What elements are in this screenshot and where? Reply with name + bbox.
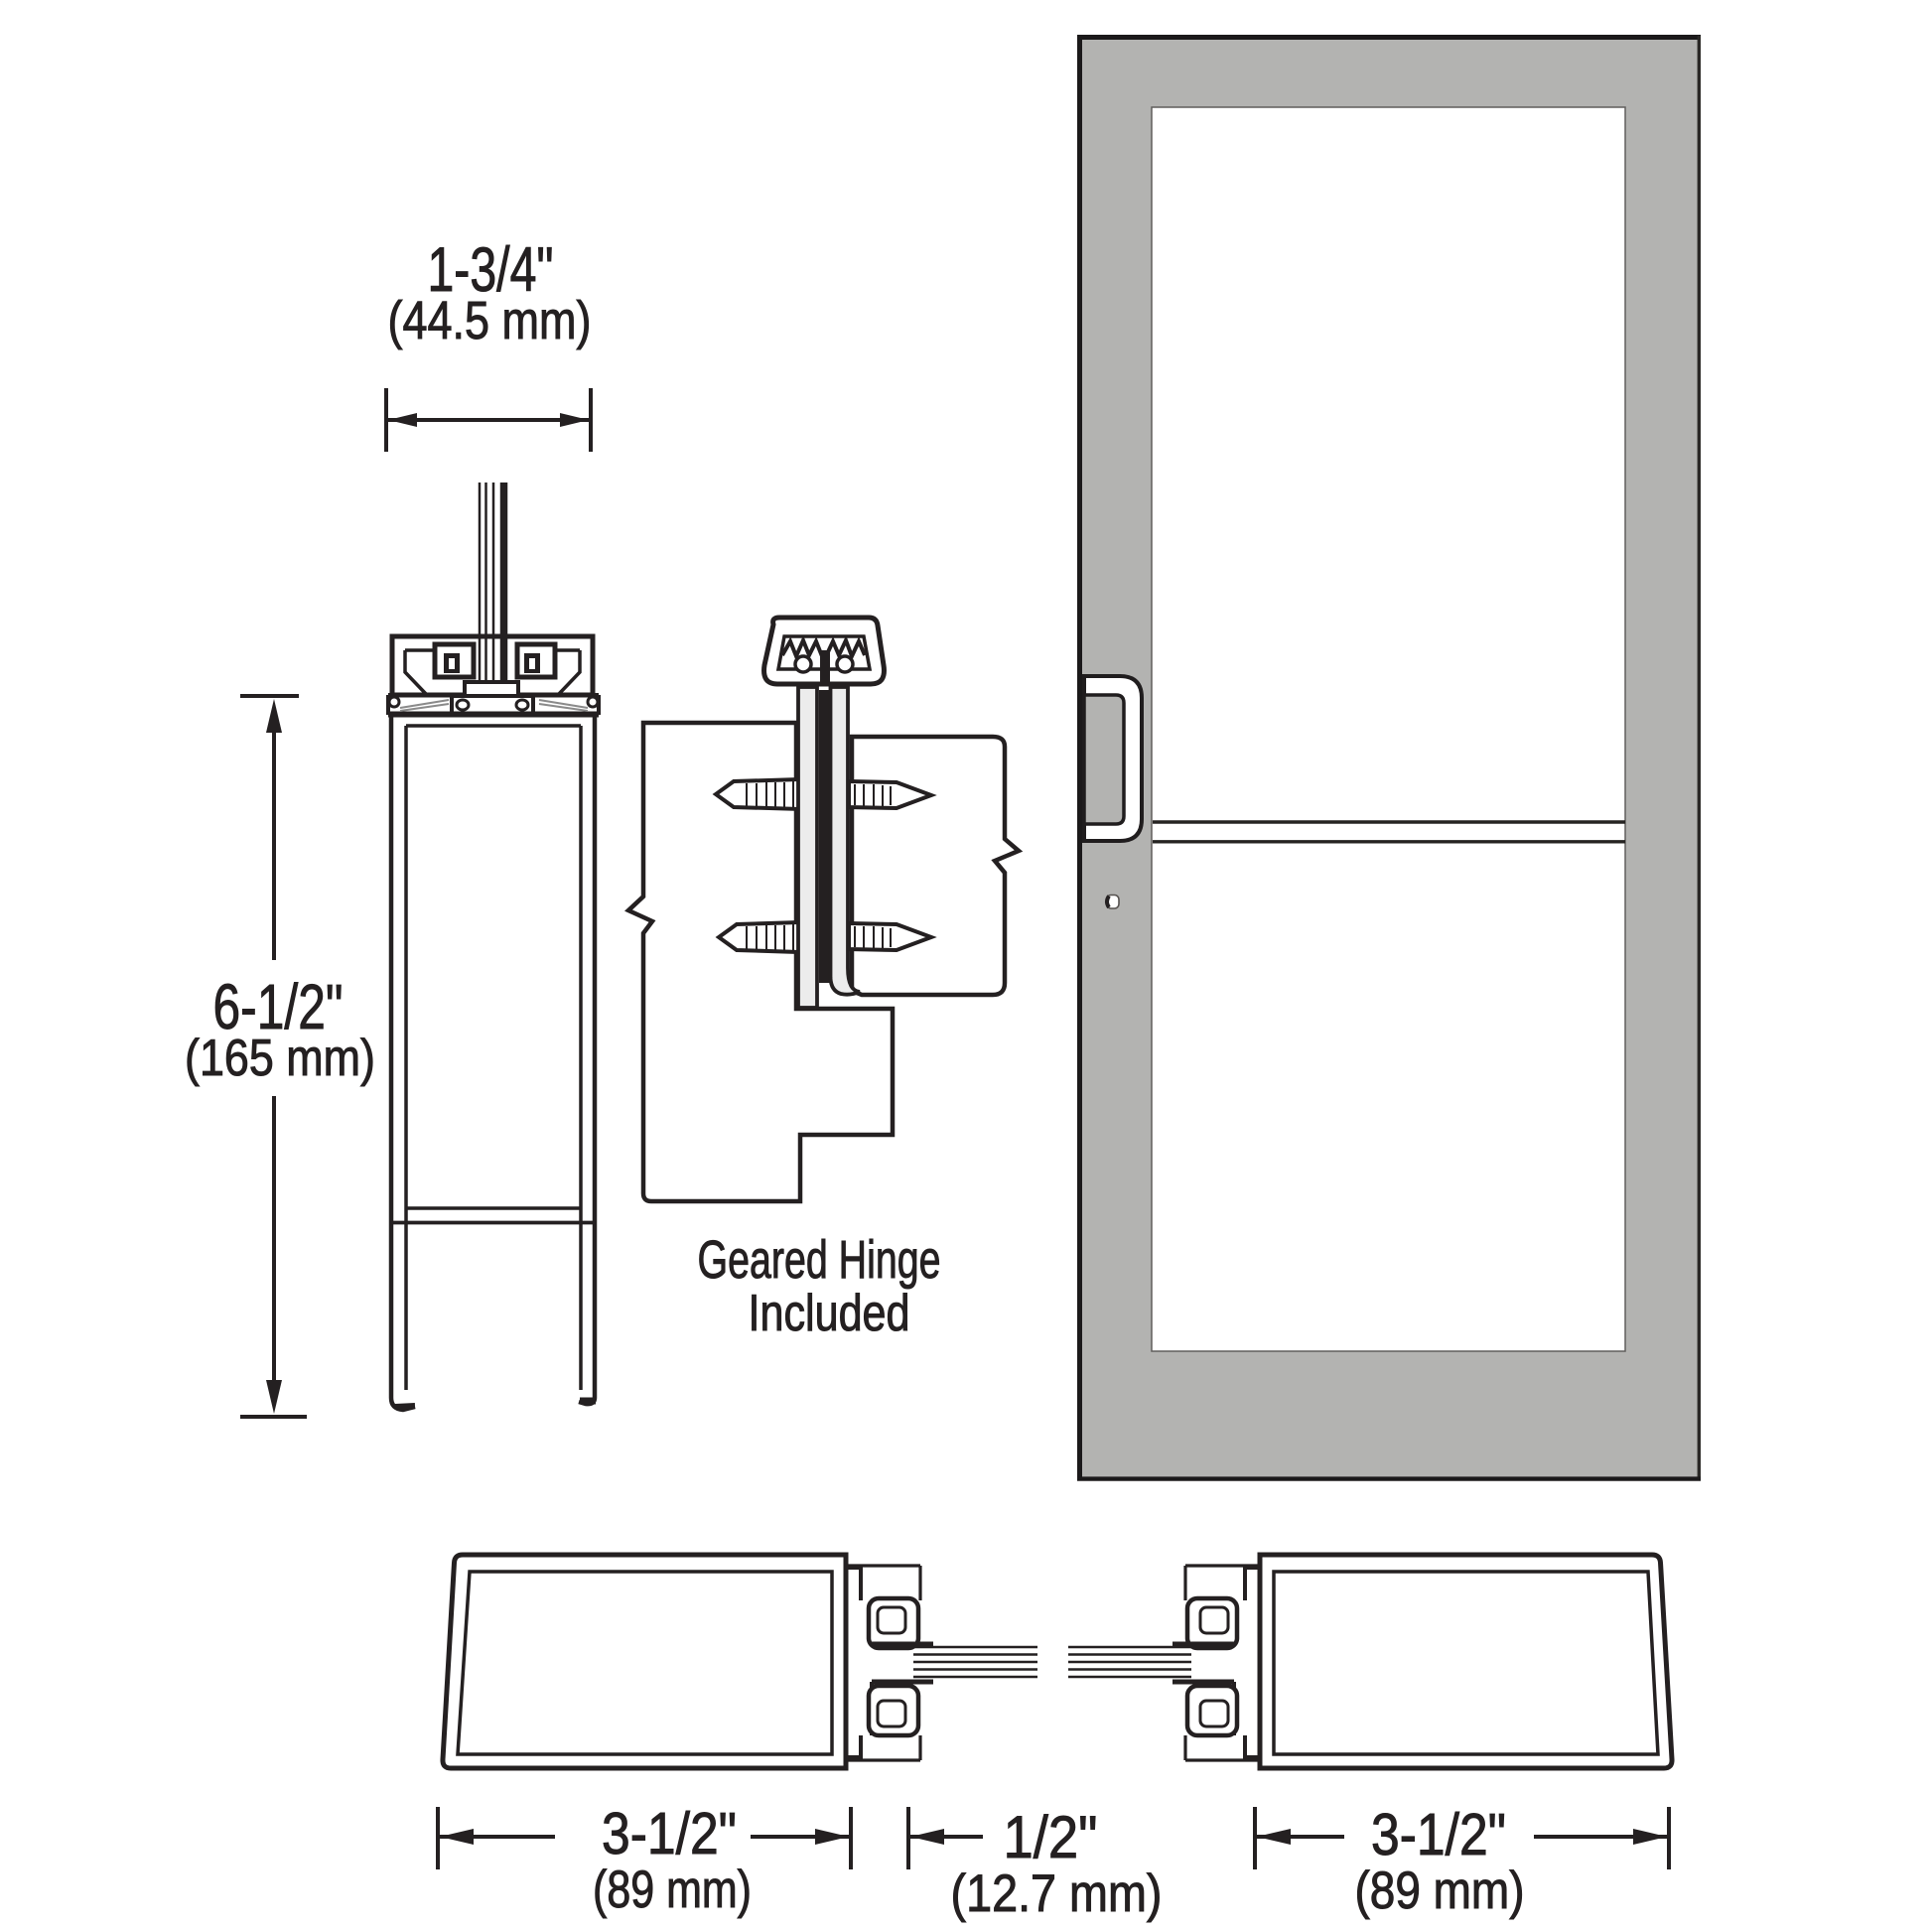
svg-text:(89 mm): (89 mm): [1355, 1862, 1525, 1920]
svg-text:(44.5 mm): (44.5 mm): [388, 291, 592, 350]
svg-text:1/2": 1/2": [1004, 1804, 1098, 1870]
svg-text:3-1/2": 3-1/2": [602, 1801, 737, 1866]
svg-text:(12.7 mm): (12.7 mm): [951, 1864, 1163, 1923]
svg-text:6-1/2": 6-1/2": [213, 971, 344, 1042]
svg-text:Geared Hinge: Geared Hinge: [698, 1230, 941, 1290]
svg-text:(165 mm): (165 mm): [185, 1030, 375, 1087]
svg-text:(89 mm): (89 mm): [593, 1861, 752, 1919]
svg-text:3-1/2": 3-1/2": [1371, 1802, 1506, 1867]
svg-text:Included: Included: [749, 1285, 910, 1342]
svg-text:1-3/4": 1-3/4": [428, 235, 554, 305]
